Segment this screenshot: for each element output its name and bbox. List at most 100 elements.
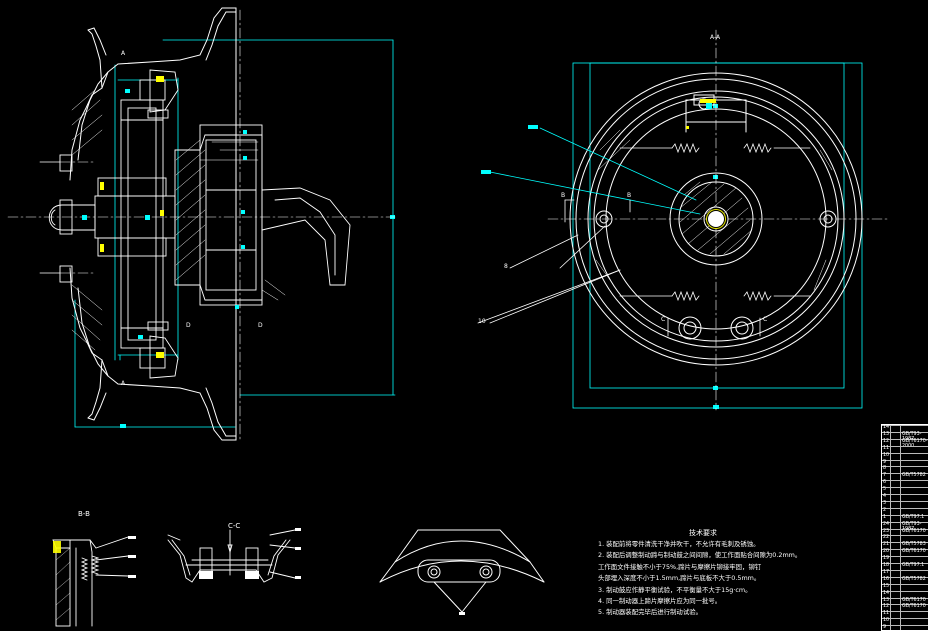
b-b-tag — [128, 555, 136, 558]
bom-item-number: 12 — [883, 604, 890, 610]
bom-item-number: 9 — [883, 459, 887, 465]
bom-row: 9 — [882, 459, 928, 467]
bom-item-standard: GB/T6170 — [902, 528, 926, 534]
bom-item-number: 14 — [883, 590, 890, 596]
bom-row: 14 — [882, 590, 928, 598]
bom-item-number: 21 — [883, 542, 890, 548]
note-line: 工作面文件接触不小于75%,蹄片与摩擦片铆接牢固，铆钉 — [598, 562, 762, 571]
cut-label-b-right: B — [627, 192, 632, 199]
bom-row: 17 — [882, 569, 928, 577]
bom-row: 12 GB/T6170 — [882, 604, 928, 611]
cut-label-c-right: C — [763, 316, 768, 323]
bom-item-standard: GB/T5783 — [902, 542, 926, 548]
bom-row: 11 — [882, 445, 928, 453]
dim-marker — [713, 386, 718, 390]
shoe-tag — [459, 612, 465, 615]
bom-item-number: 16 — [883, 576, 890, 582]
dim-marker — [713, 175, 718, 179]
drum-circles — [569, 72, 863, 366]
cut-label-c-left: C — [661, 316, 666, 323]
c-c-tag — [295, 547, 301, 550]
yellow-markers — [100, 76, 164, 358]
bom-item-number: 22 — [883, 535, 890, 541]
bom-column-divider — [900, 425, 901, 630]
b-b-tag — [128, 575, 136, 578]
bom-row: 13 GB/T6170 — [882, 597, 928, 605]
note-line: 4. 同一制动器上蹄片摩擦片应为同一批号。 — [598, 597, 722, 606]
cut-label-a-bottom: A — [121, 380, 126, 387]
callout-leaders — [489, 127, 701, 215]
bom-row: 3 — [882, 500, 928, 508]
section-view-a-a — [7, 7, 396, 441]
marker-d-left: D — [186, 322, 191, 329]
mount-holes — [595, 210, 837, 340]
cylinder-marker — [686, 126, 689, 129]
cut-label-b-left: B — [561, 192, 566, 199]
bom-item-number: 11 — [883, 445, 890, 451]
bom-row: 10 — [882, 452, 928, 460]
bom-row: 15 — [882, 583, 928, 591]
centerlines-left — [7, 9, 396, 441]
callout-10: 10 — [478, 318, 486, 325]
b-b-tag — [128, 536, 136, 539]
return-springs — [619, 142, 811, 302]
bom-item-number: 18 — [883, 563, 890, 568]
bom-item-number: 2 — [883, 507, 887, 513]
bom-row: 16 GB/T5782 — [882, 576, 928, 584]
bom-row: 11 — [882, 611, 928, 618]
note-line: 头部埋入深度不小于1.5mm,蹄片与底板不大于0.5mm。 — [598, 574, 761, 583]
bom-item-number: 7 — [883, 473, 887, 479]
front-view — [477, 29, 891, 411]
hub-bore-core — [708, 211, 724, 227]
bom-item-number: 15 — [883, 583, 890, 589]
bom-item-number: 6 — [883, 480, 887, 486]
section-c-c-title: C-C — [228, 522, 241, 530]
section-b-b-view — [52, 536, 136, 627]
callout-tag — [481, 170, 491, 174]
dimension-lines-left — [74, 39, 396, 428]
cylinder-marker — [706, 103, 712, 109]
bom-row: 21 GB/T5783 — [882, 542, 928, 549]
note-line: 2. 装配后调整制动蹄与制动鼓之间间隙，使工作面贴合间隙为0.2mm。 — [598, 551, 802, 560]
bom-row: 23 GB/T6170 — [882, 528, 928, 536]
technical-requirements: 技术要求 1. 装配前将零件清洗干净并吹干，不允许有毛刺及锈蚀。 2. 装配后调… — [598, 529, 826, 619]
dim-marker — [713, 104, 718, 108]
dim-marker — [125, 89, 130, 93]
bom-item-number: 10 — [883, 452, 890, 458]
dim-marker — [138, 335, 143, 339]
bom-item-standard: GB/T6170 — [902, 597, 926, 603]
shoe-assembly — [48, 69, 351, 379]
bom-item-number: 23 — [883, 528, 890, 534]
bom-row: 8 — [882, 466, 928, 473]
bom-item-number: 10 — [883, 618, 890, 624]
bom-item-standard: GB/T6170 — [902, 604, 926, 610]
brake-shoe-detail — [379, 529, 545, 615]
marker-d-right: D — [258, 322, 263, 329]
note-line: 3. 制动鼓应作静平衡试验，不平衡量不大于15g·cm。 — [598, 585, 752, 594]
dim-marker — [713, 405, 719, 409]
bom-row: 5 — [882, 487, 928, 494]
bom-item-number: 24 — [883, 521, 890, 527]
bom-item-number: 13 — [883, 597, 890, 603]
bom-row: 4 — [882, 494, 928, 501]
bom-item-number: 13 — [883, 431, 890, 437]
c-c-nuts — [199, 571, 259, 579]
b-b-marker — [53, 541, 61, 553]
cyan-markers — [82, 130, 247, 309]
bom-item-number: 12 — [883, 438, 890, 444]
bom-row: 14 — [882, 425, 928, 432]
cut-label-a-top: A — [121, 50, 126, 57]
c-c-tag — [295, 528, 301, 531]
brake-drum-profile — [69, 7, 237, 441]
leader-lines-left — [39, 161, 61, 274]
note-line: 1. 装配前将零件清洗干净并吹干，不允许有毛刺及锈蚀。 — [598, 540, 760, 548]
bom-item-standard: GB/T5782 — [902, 576, 926, 582]
